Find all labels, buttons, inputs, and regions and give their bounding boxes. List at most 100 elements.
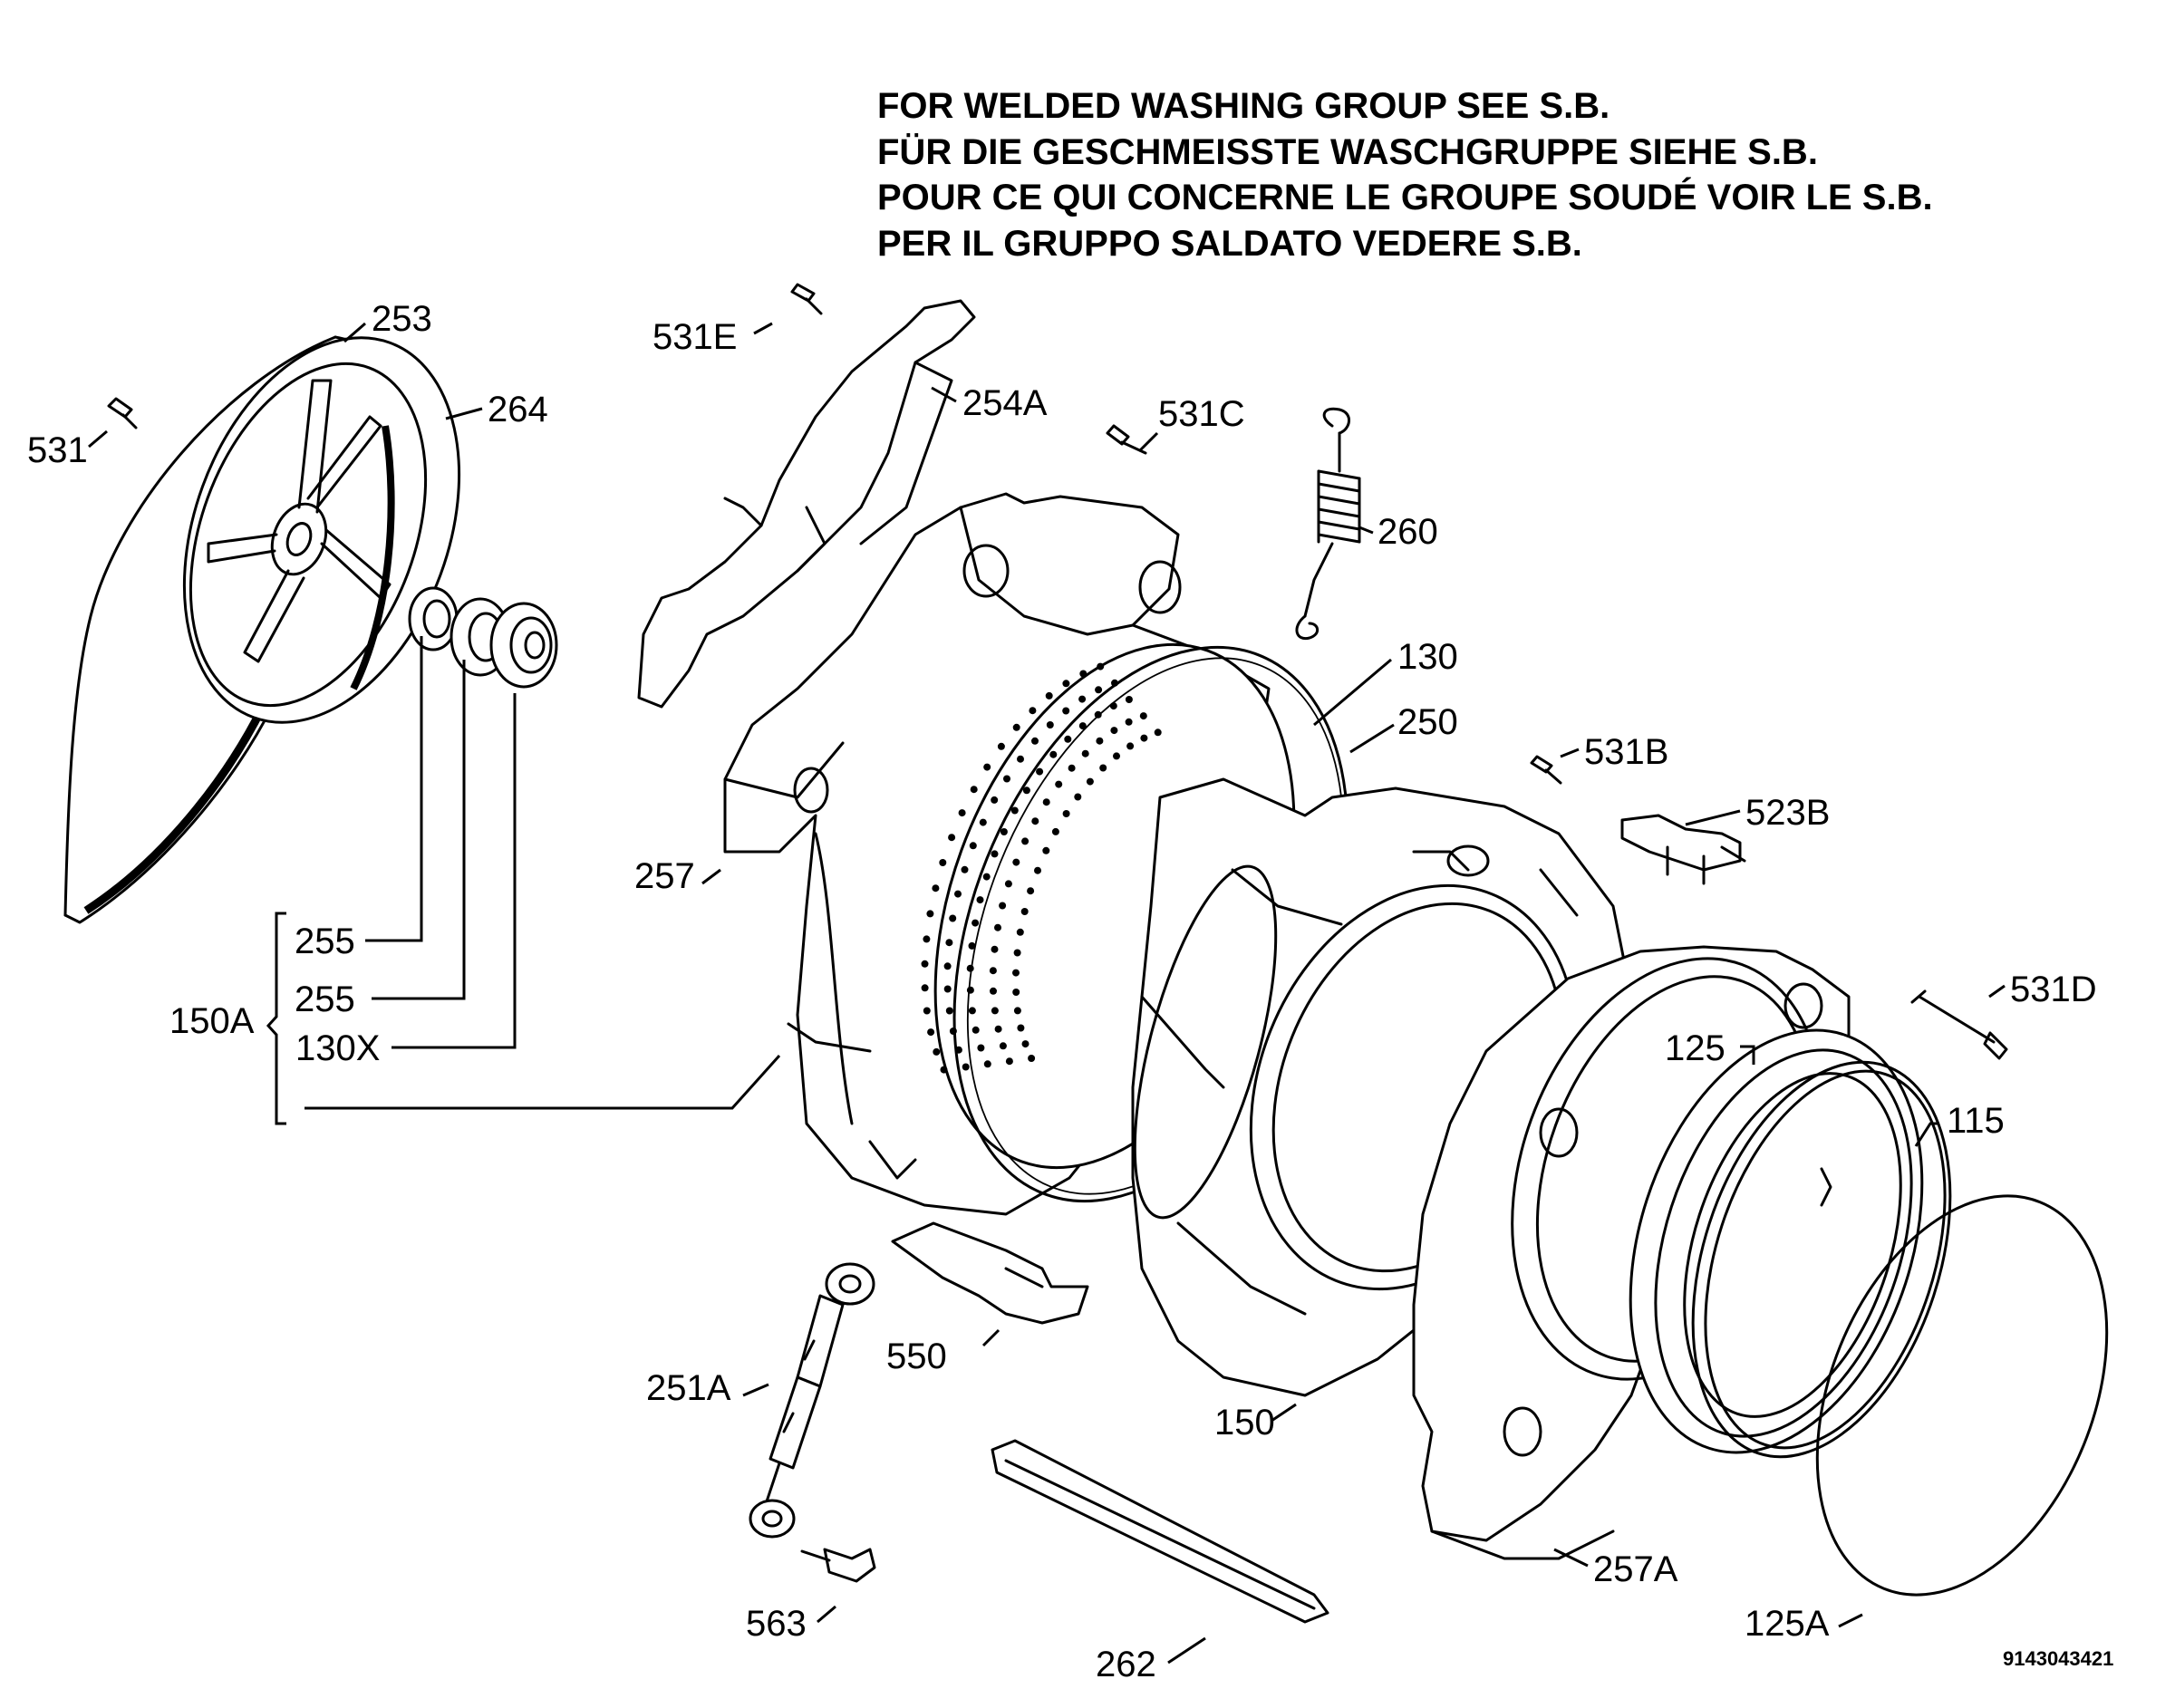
pulley-264-drawing (182, 336, 461, 724)
label-253: 253 (372, 299, 432, 339)
drum-perforation (991, 945, 999, 953)
drum-perforation (1004, 880, 1012, 888)
screw-531-drawing (107, 397, 138, 429)
drum-perforation (979, 818, 987, 826)
clamp-ring-115-drawing (1691, 1060, 1952, 1459)
label-531c: 531C (1158, 394, 1245, 434)
label-255-top: 255 (295, 922, 355, 961)
drum-perforation (1027, 887, 1035, 895)
drum-perforation (1125, 718, 1133, 726)
note-french: POUR CE QUI CONCERNE LE GROUPE SOUDÉ VOI… (877, 178, 1933, 217)
drum-perforation (1022, 786, 1030, 795)
drum-perforation (991, 796, 999, 804)
label-125a: 125A (1745, 1604, 1830, 1644)
drum-perforation (932, 884, 940, 893)
drum-perforation (927, 1028, 935, 1037)
label-531: 531 (27, 430, 88, 470)
screw-531b-drawing (1530, 755, 1562, 785)
drum-perforation (1055, 780, 1063, 788)
drum-perforation (983, 1060, 991, 1068)
drum-perforation (1081, 749, 1089, 758)
drum-perforation (1012, 969, 1020, 977)
drum-perforation (968, 1007, 976, 1015)
drum-perforation (1064, 735, 1072, 743)
drum-perforation (972, 1026, 980, 1034)
shock-absorber-251a-drawing (749, 1262, 875, 1539)
label-130x: 130X (295, 1028, 380, 1068)
bolt-563-drawing (800, 1548, 876, 1583)
bearing-255-front-drawing (408, 586, 459, 651)
drum-perforation (1031, 737, 1039, 745)
drum-perforation (997, 742, 1005, 750)
label-257a: 257A (1593, 1549, 1678, 1589)
drum-perforation (994, 923, 1001, 931)
drum-perforation (1013, 949, 1021, 957)
drum-perforation (982, 873, 991, 881)
drum-perforation (1049, 750, 1058, 758)
drum-perforation (948, 834, 956, 842)
counterweight-254a-drawing (637, 299, 976, 709)
label-531d: 531D (2010, 970, 2097, 1009)
drum-perforation (999, 902, 1007, 910)
part-labels: 253 264 531 531E 254A 531C 260 130 250 5… (27, 299, 2097, 1684)
drum-perforation (1086, 777, 1094, 786)
spring-260-drawing (1295, 407, 1361, 641)
label-257: 257 (634, 856, 695, 896)
drum-perforation (1154, 729, 1162, 737)
drum-perforation (1020, 908, 1029, 915)
drum-perforation (1140, 734, 1148, 742)
drum-perforation (1028, 1055, 1036, 1062)
drum-perforation (954, 890, 962, 898)
drum-perforation (943, 962, 952, 970)
label-563: 563 (746, 1604, 807, 1644)
drum-perforation (970, 786, 978, 794)
drum-perforation (1126, 742, 1135, 750)
drum-perforation (1139, 712, 1147, 720)
drum-perforation (949, 914, 957, 922)
drum-perforation (1062, 707, 1070, 715)
label-262: 262 (1096, 1645, 1156, 1684)
label-264: 264 (488, 390, 548, 429)
leader-lines (88, 322, 2006, 1665)
screw-531e-drawing (790, 283, 823, 315)
drum-perforation (990, 987, 997, 995)
drum-perforation (1096, 737, 1104, 745)
drum-perforation (921, 960, 929, 968)
label-531b: 531B (1584, 732, 1668, 772)
drum-perforation (1017, 1024, 1025, 1032)
drum-perforation (945, 1007, 953, 1015)
drum-perforation (966, 986, 974, 994)
drum-perforation (1031, 817, 1039, 825)
drum-perforation (1062, 810, 1070, 817)
sensor-523b-drawing (1620, 814, 1746, 885)
cover-550-drawing (891, 1221, 1089, 1325)
drum-perforation (945, 939, 953, 947)
drum-perforation (962, 1063, 970, 1071)
drum-perforation (991, 850, 999, 858)
drum-perforation (989, 967, 997, 975)
header-notes: FOR WELDED WASHING GROUP SEE S.B. FÜR DI… (877, 83, 1933, 266)
drawing-code: 9143043421 (2003, 1647, 2114, 1670)
drum-perforation (961, 865, 969, 873)
drum-perforation (1074, 793, 1082, 801)
drum-perforation (1042, 846, 1050, 854)
drum-perforation (1013, 1007, 1021, 1015)
drum-perforation (991, 1007, 999, 1015)
drum-perforation (921, 984, 929, 992)
drum-perforation (1029, 707, 1037, 715)
drum-perforation (1016, 928, 1024, 936)
drum-perforation (1110, 727, 1118, 735)
drum-perforation (943, 985, 952, 993)
label-115: 115 (1947, 1101, 2005, 1141)
drum-perforation (1034, 866, 1041, 874)
drum-perforation (1036, 767, 1044, 776)
drum-perforation (926, 910, 934, 918)
drum-perforation (1095, 686, 1103, 694)
drum-perforation (1125, 696, 1133, 703)
drum-perforation (1000, 828, 1008, 835)
note-english: FOR WELDED WASHING GROUP SEE S.B. (877, 86, 1610, 126)
drum-perforation (1042, 798, 1050, 806)
door-seal-125-drawing (1629, 1028, 1924, 1454)
